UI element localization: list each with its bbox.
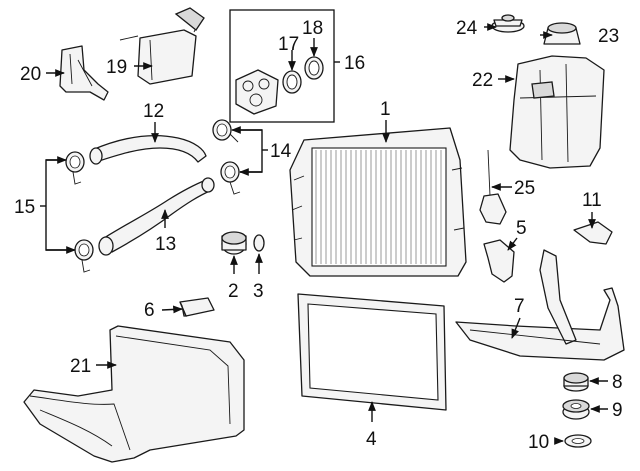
callout-11: 11 [582,190,602,211]
callout-24: 24 [456,18,478,39]
callout-13: 13 [155,234,176,255]
callout-10: 10 [528,432,549,453]
part-16-gasket-kit [229,9,335,123]
callout-1: 1 [380,99,391,120]
part-2-grommet [221,231,247,255]
part-20-bracket [59,45,109,101]
part-6-block [179,297,215,317]
part-3-ring [253,234,265,252]
part-10-washer [564,434,592,448]
part-9-mount [562,399,590,420]
part-12-upper-hose [91,135,207,163]
callout-17: 17 [278,34,299,55]
callout-8: 8 [612,372,623,393]
part-7-support-frame [455,249,625,361]
callout-21: 21 [70,356,91,377]
callout-18: 18 [302,18,323,39]
part-23-cap [543,22,581,45]
part-1-radiator [289,127,467,277]
part-21-air-duct [23,325,245,463]
callout-22: 22 [472,70,493,91]
leader-lines [40,23,608,445]
callout-23: 23 [598,26,619,47]
callout-9: 9 [612,400,623,421]
part-5-bracket [483,239,515,283]
callout-5: 5 [516,218,527,239]
part-11-clip [573,221,613,245]
callout-14: 14 [270,141,292,162]
callout-20: 20 [20,64,41,85]
part-8-bushing [563,372,589,392]
callout-6: 6 [144,300,155,321]
callout-2: 2 [228,281,239,302]
part-22-reservoir [509,55,605,169]
part-4-condenser [297,293,447,411]
part-25-sensor [479,149,507,225]
callout-16: 16 [344,53,365,74]
callout-25: 25 [514,178,535,199]
callout-15: 15 [14,197,35,218]
clamps [65,119,241,273]
callout-7: 7 [514,296,525,317]
part-19-control-unit [119,7,205,85]
callout-12: 12 [143,101,164,122]
callout-4: 4 [366,429,377,450]
callout-3: 3 [253,281,264,302]
radiator-core-fins [315,150,442,264]
part-24-cap [491,14,525,33]
callout-19: 19 [106,57,127,78]
callout-labels: 1 2 3 4 5 6 7 8 9 10 11 12 13 14 15 16 1… [14,18,623,453]
